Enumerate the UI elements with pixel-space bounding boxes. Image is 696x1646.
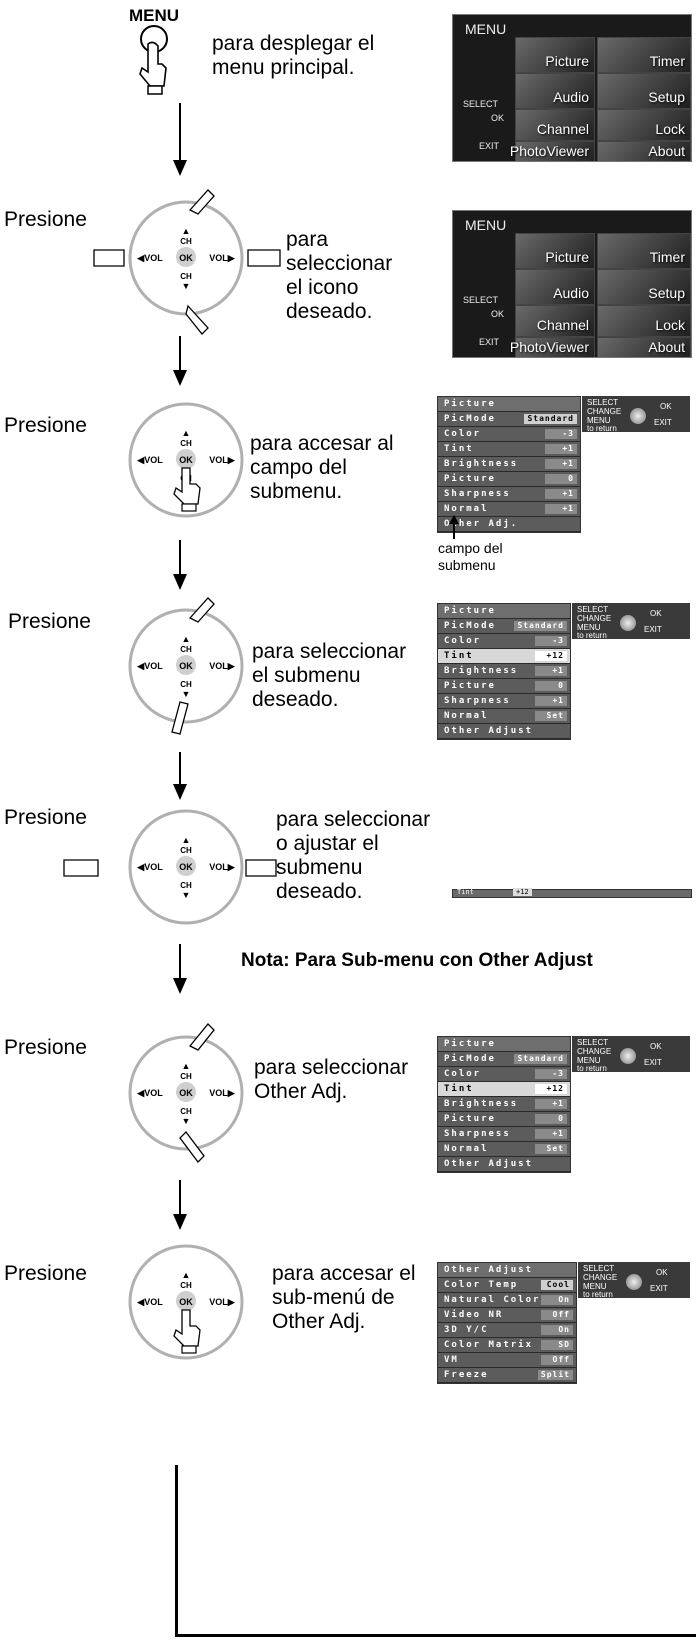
svg-text:▲: ▲ (182, 428, 191, 438)
svg-text:VOL▶: VOL▶ (209, 455, 236, 465)
flow-arrow-head (173, 1214, 187, 1230)
svg-text:▲: ▲ (182, 1061, 191, 1071)
flow-arrow (179, 1180, 181, 1216)
flow-arrow (179, 752, 181, 788)
callout-arrow-icon (453, 519, 455, 539)
page-frame-line (175, 1634, 696, 1637)
step-text-1: para seleccionar el icono deseado. (286, 228, 393, 323)
osd-legend: SELECT CHANGE MENU to return OK EXIT (582, 396, 690, 433)
press-label: Presione (4, 208, 87, 231)
svg-text:OK: OK (179, 455, 193, 465)
press-label: Presione (4, 806, 87, 829)
step-text-5: para seleccionar Other Adj. (254, 1056, 409, 1103)
svg-text:▼: ▼ (182, 890, 191, 900)
submenu-field-callout: campo del submenu (438, 540, 503, 573)
tint-adjust-bar: Tint +12 (452, 888, 692, 898)
svg-text:◀VOL: ◀VOL (136, 1297, 163, 1307)
svg-text:VOL▶: VOL▶ (209, 253, 236, 263)
svg-text:◀VOL: ◀VOL (136, 253, 163, 263)
step-text-4: para seleccionar o ajustar el submenu de… (276, 808, 431, 903)
flow-arrow (179, 944, 181, 980)
press-label: Presione (4, 1262, 87, 1285)
svg-text:OK: OK (179, 862, 193, 872)
svg-text:CH: CH (180, 1072, 192, 1081)
step-text-2: para accesar al campo del submenu. (250, 432, 394, 503)
svg-text:▲: ▲ (182, 634, 191, 644)
menu-step-text: para desplegar el menu principal. (212, 32, 375, 79)
svg-text:▼: ▼ (182, 1116, 191, 1126)
osd-legend: SELECT CHANGE MENU to return OK EXIT (572, 603, 690, 640)
flow-arrow-head (173, 160, 187, 176)
remote-pad-icon: ▲ CH ◀VOL OK VOL▶ CH ▼ (128, 597, 244, 735)
remote-pad-icon: ▲ CH ◀VOL OK VOL▶ CH (128, 402, 244, 518)
svg-text:CH: CH (180, 1107, 192, 1116)
svg-text:OK: OK (179, 253, 193, 263)
svg-text:CH: CH (180, 680, 192, 689)
tv-main-menu-screenshot-2: MENU Picture Timer Audio Setup Channel L… (452, 210, 692, 358)
menu-button-label: MENU (129, 6, 180, 25)
svg-text:VOL▶: VOL▶ (209, 661, 236, 671)
step-text-3: para seleccionar el submenu deseado. (252, 640, 407, 711)
flow-arrow-head (173, 370, 187, 386)
menu-button-hand-icon (139, 25, 168, 95)
svg-text:CH: CH (180, 1281, 192, 1290)
svg-text:OK: OK (179, 1297, 193, 1307)
remote-pad-icon: ▲ CH ◀VOL OK VOL▶ (128, 1244, 244, 1360)
svg-text:◀VOL: ◀VOL (136, 455, 163, 465)
svg-text:VOL▶: VOL▶ (209, 1088, 236, 1098)
svg-text:CH: CH (180, 881, 192, 890)
osd-legend: SELECT CHANGE MENU to return OK EXIT (578, 1262, 690, 1299)
svg-text:VOL▶: VOL▶ (209, 1297, 236, 1307)
tv-main-menu-screenshot-1: MENU Picture Timer Audio Setup Channel L… (452, 14, 692, 162)
flow-arrow (179, 103, 181, 163)
svg-text:CH: CH (180, 272, 192, 281)
flow-arrow (179, 540, 181, 578)
flow-arrow-head (173, 574, 187, 590)
svg-text:▼: ▼ (182, 281, 191, 291)
svg-text:CH: CH (180, 645, 192, 654)
note-heading: Nota: Para Sub-menu con Other Adjust (241, 950, 593, 971)
svg-text:OK: OK (179, 661, 193, 671)
step-text-6: para accesar el sub-menú de Other Adj. (272, 1262, 416, 1333)
remote-pad-icon: ▲ CH ◀VOL OK VOL▶ CH ▼ (93, 189, 281, 335)
svg-text:◀VOL: ◀VOL (136, 661, 163, 671)
svg-text:▲: ▲ (182, 835, 191, 845)
flow-arrow-head (173, 978, 187, 994)
svg-text:▲: ▲ (182, 1270, 191, 1280)
svg-text:▼: ▼ (182, 689, 191, 699)
svg-text:OK: OK (179, 1088, 193, 1098)
press-label: Presione (4, 414, 87, 437)
svg-text:CH: CH (180, 439, 192, 448)
callout-arrow-head (449, 515, 459, 524)
remote-pad-icon: ▲ CH ◀VOL OK VOL▶ CH ▼ (128, 1023, 244, 1163)
flow-arrow (179, 336, 181, 374)
svg-text:◀VOL: ◀VOL (136, 862, 163, 872)
flow-arrow-head (173, 784, 187, 800)
osd-legend: SELECT CHANGE MENU to return OK EXIT (572, 1036, 690, 1073)
remote-pad-icon: ▲ CH ◀VOL OK VOL▶ CH ▼ (63, 809, 277, 925)
press-label: Presione (8, 610, 91, 633)
svg-text:CH: CH (180, 237, 192, 246)
svg-text:VOL▶: VOL▶ (209, 862, 236, 872)
page-frame-line (175, 1465, 178, 1637)
press-label: Presione (4, 1036, 87, 1059)
svg-text:CH: CH (180, 846, 192, 855)
svg-text:▲: ▲ (182, 226, 191, 236)
svg-text:◀VOL: ◀VOL (136, 1088, 163, 1098)
